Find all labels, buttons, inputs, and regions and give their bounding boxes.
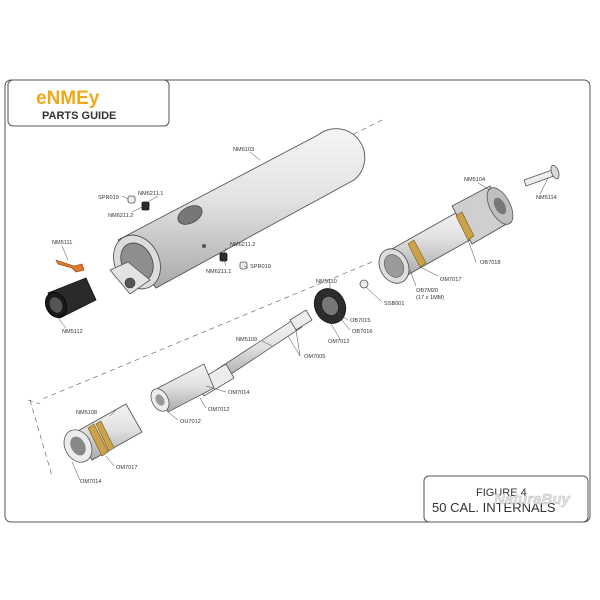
label-ob7015: OB7015 <box>350 318 371 324</box>
logo-text: eNMEy <box>36 88 100 109</box>
label-nm6211-2-bottom: NM6211.2 <box>230 242 255 248</box>
label-spr019-bottom: SPR019 <box>250 264 271 270</box>
label-ob7016: OB7016 <box>352 329 373 335</box>
label-nm6211-2-top: NM6211.2 <box>108 213 133 219</box>
label-om7014-middle: OM7014 <box>228 390 249 396</box>
label-nm6211-1-top: NM6211.1 <box>138 191 163 197</box>
label-om7017-top: OM7017 <box>440 277 461 283</box>
label-spr019-top: SPR019 <box>98 195 119 201</box>
valve-nm5108 <box>63 403 143 463</box>
label-ssb001: SSB001 <box>384 301 405 307</box>
sheet-frame <box>4 79 591 523</box>
ring-nm5110 <box>313 288 347 324</box>
label-nm5110: NM5110 <box>316 279 337 285</box>
figure-caption: 50 CAL. INTERNALS <box>432 500 556 515</box>
label-ob7m20-size: (17 x 1MM) <box>416 295 444 301</box>
logo-subtitle: PARTS GUIDE <box>42 110 116 122</box>
label-om7014-bottom: OM7014 <box>80 479 101 485</box>
watermark: NaturaBuy <box>494 491 571 508</box>
cap-nm5112 <box>45 277 97 319</box>
figure-title-box: FIGURE 4 50 CAL. INTERNALS <box>423 475 589 523</box>
label-ou7012: OU7012 <box>180 419 201 425</box>
screw-nm6211-group-top <box>127 195 150 211</box>
pin-nm5114 <box>523 164 560 187</box>
pin-nm5111 <box>55 259 85 273</box>
valve-tube-middle <box>150 363 215 413</box>
label-nm5109: NM5109 <box>236 337 257 343</box>
leader-lines <box>57 151 549 481</box>
label-nm5112: NM5112 <box>62 329 83 335</box>
label-nm5108: NM5108 <box>76 410 97 416</box>
label-nm5111: NM5111 <box>52 240 72 246</box>
label-nm6211-1-bottom: NM6211.1 <box>206 269 231 275</box>
figure-number: FIGURE 4 <box>476 487 527 499</box>
bolt-nm5109 <box>195 309 313 397</box>
label-om7012-middle: OM7012 <box>208 407 229 413</box>
label-nm5114: NM5114 <box>536 195 557 201</box>
rear-cap-orings <box>407 211 475 268</box>
label-om7005: OM7005 <box>304 354 325 360</box>
body-tube-nm6103 <box>109 128 366 295</box>
screw-nm6211-group-bottom <box>219 252 248 270</box>
label-ob7018: OB7018 <box>480 260 501 266</box>
label-nm6103: NM6103 <box>233 147 254 153</box>
brand-logo: eNMEy PARTS GUIDE <box>7 79 170 127</box>
rear-cap-nm5104 <box>378 185 514 284</box>
screw-ssb001 <box>359 279 369 289</box>
part-labels: NM6103 SPR019 NM6211.1 NM6211.2 NM6211.2… <box>52 147 557 485</box>
label-nm5104: NM5104 <box>464 177 485 183</box>
label-om7017-bottom: OM7017 <box>116 465 137 471</box>
label-om7012-top: OM7012 <box>328 339 349 345</box>
label-ob7m20: OB7M20 <box>416 288 438 294</box>
